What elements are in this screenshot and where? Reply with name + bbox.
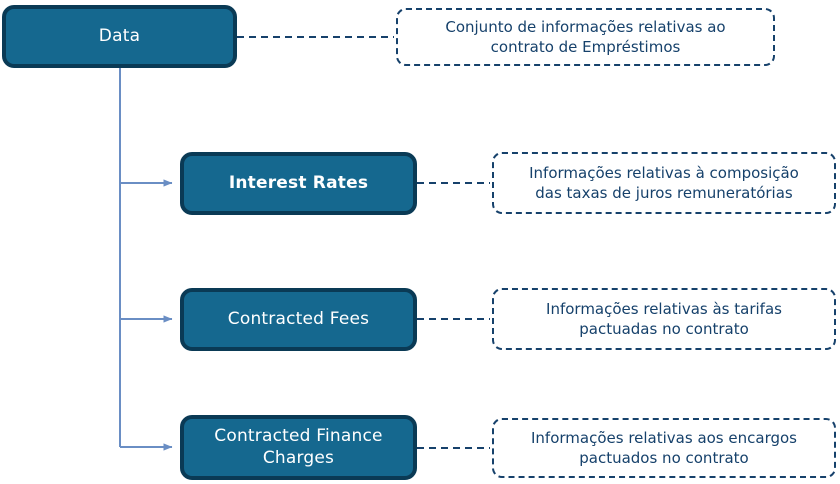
note-contracted-finance-charges: Informações relativas aos encargos pactu… — [492, 418, 836, 478]
note-contracted-finance-charges-text: Informações relativas aos encargos pactu… — [530, 428, 797, 467]
node-contracted-fees[interactable]: Contracted Fees — [180, 288, 417, 351]
note-contracted-fees: Informações relativas às tarifas pactuad… — [492, 288, 836, 350]
node-data-label: Data — [98, 25, 141, 46]
node-interest-rates[interactable]: Interest Rates — [180, 152, 417, 215]
note-contracted-fees-text: Informações relativas às tarifas pactuad… — [546, 299, 782, 338]
node-contracted-finance-charges-label: Contracted Finance Charges — [214, 426, 383, 468]
node-contracted-finance-charges[interactable]: Contracted Finance Charges — [180, 415, 417, 480]
node-data[interactable]: Data — [2, 5, 237, 68]
node-contracted-fees-label: Contracted Fees — [227, 308, 370, 329]
note-interest-rates-text: Informações relativas à composição das t… — [529, 163, 799, 202]
note-data: Conjunto de informações relativas ao con… — [396, 8, 775, 66]
note-interest-rates: Informações relativas à composição das t… — [492, 152, 836, 214]
node-interest-rates-label: Interest Rates — [228, 172, 369, 193]
note-data-text: Conjunto de informações relativas ao con… — [445, 17, 726, 56]
